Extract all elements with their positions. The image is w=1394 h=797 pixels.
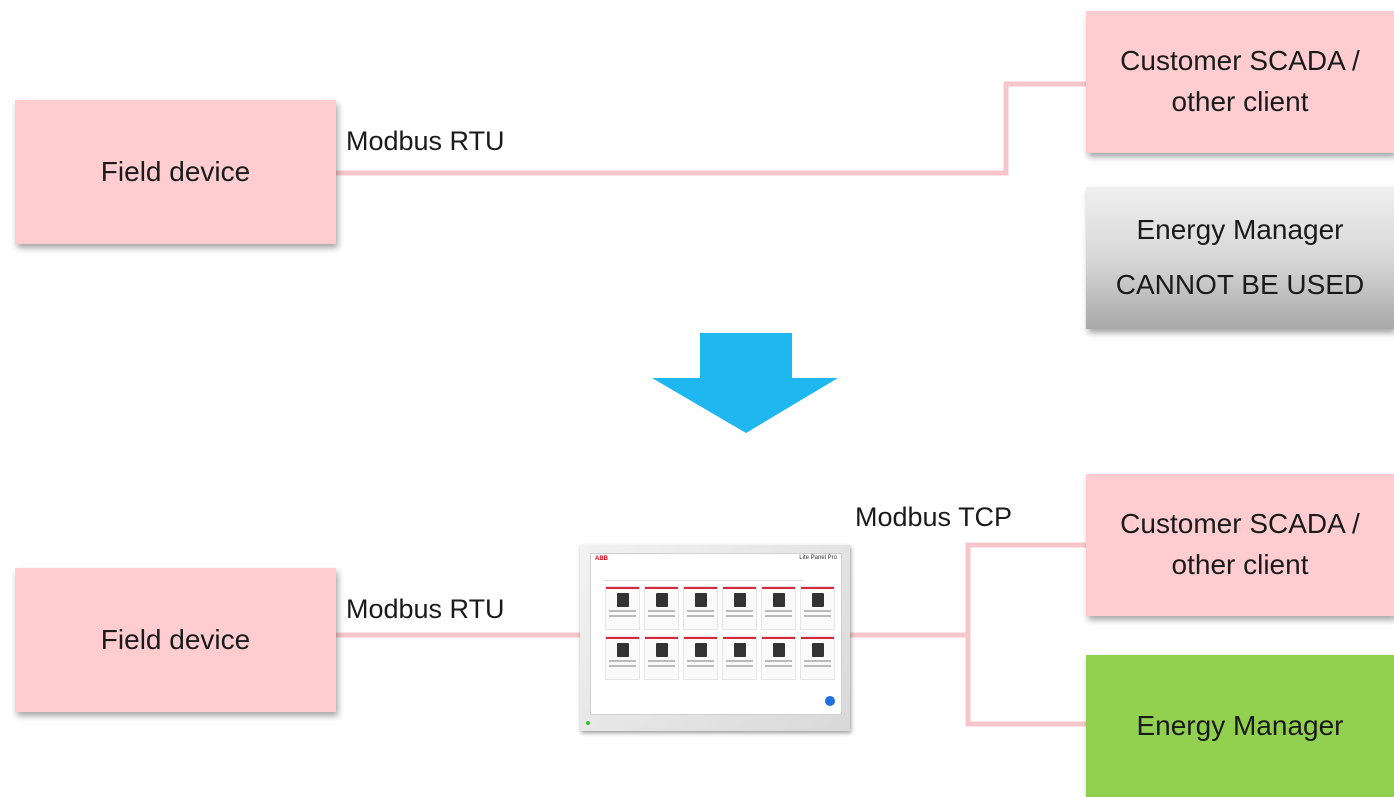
bottom-modbus-rtu-label: Modbus RTU [346,594,505,624]
panel-tile [683,636,718,680]
top-scada-line-1: Customer SCADA / [1120,45,1360,77]
top-energy-manager-label: Energy Manager [1136,214,1344,246]
bottom-field-device-box: Field device [15,568,336,712]
bottom-scada-line-2: other client [1171,549,1309,580]
power-led-icon [586,721,590,725]
bottom-field-device-label: Field device [100,623,251,655]
panel-header: ABB Lite Panel Pro [591,554,841,564]
modbus-tcp-label: Modbus TCP [855,502,1013,532]
panel-tile [722,636,757,680]
bottom-energy-manager-label: Energy Manager [1136,709,1344,741]
panel-next-button [825,696,835,706]
bottom-scada-line-1: Customer SCADA / [1120,508,1360,540]
top-scada-box: Customer SCADA / other client [1086,11,1394,153]
panel-product-name: Lite Panel Pro [799,555,837,561]
lite-panel-pro-device: ABB Lite Panel Pro [580,545,850,731]
top-energy-manager-box: Energy Manager CANNOT BE USED [1086,187,1394,329]
abb-logo: ABB [595,556,608,562]
top-field-device-box: Field device [15,100,336,244]
top-connector [336,81,1086,176]
panel-tile [761,586,796,630]
panel-tile [605,586,640,630]
panel-tile [605,636,640,680]
panel-tile [683,586,718,630]
panel-tile [722,586,757,630]
down-arrow-icon [652,333,838,433]
panel-tile [644,636,679,680]
top-modbus-rtu-label: Modbus RTU [346,126,505,156]
tcp-connector-branches [965,542,1086,727]
panel-tile [644,586,679,630]
panel-tile [761,636,796,680]
panel-screen: ABB Lite Panel Pro [590,553,842,715]
top-field-device-label: Field device [100,155,251,187]
panel-tabs [603,574,803,581]
bottom-energy-manager-box: Energy Manager [1086,655,1394,797]
top-scada-line-2: other client [1171,86,1309,117]
top-energy-manager-status: CANNOT BE USED [1115,269,1365,300]
panel-tile [800,586,835,630]
panel-tile [800,636,835,680]
bottom-scada-box: Customer SCADA / other client [1086,474,1394,616]
